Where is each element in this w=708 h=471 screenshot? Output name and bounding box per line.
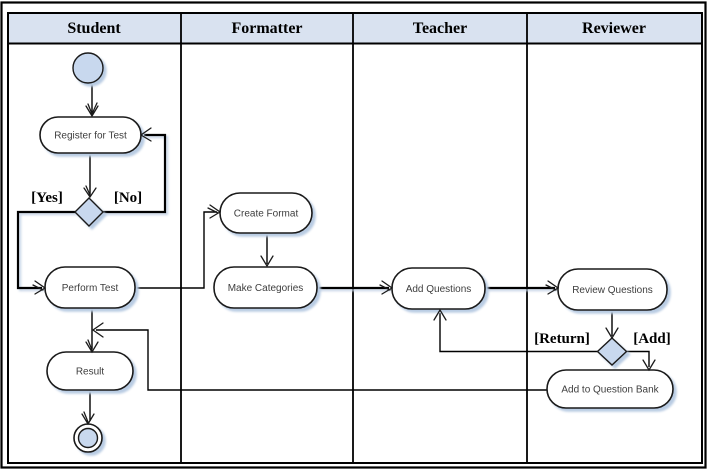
- activity-label-add-questions: Add Questions: [406, 284, 472, 295]
- guard-label-add: [Add]: [633, 331, 671, 347]
- arrowhead-into-makecategories: [260, 255, 274, 268]
- activity-add-to-question-bank: [546, 369, 674, 409]
- arrowhead-into-bank: [642, 359, 656, 372]
- flow-decision-return-to-addquestions: [439, 313, 598, 353]
- guard-label-return: [Return]: [534, 331, 590, 347]
- arrowhead-into-addquestions-bottom: [433, 308, 447, 321]
- decision-diamond-student: [74, 197, 104, 227]
- activity-label-make-categories: Make Categories: [228, 283, 304, 294]
- lane-header-student: Student: [67, 20, 121, 37]
- arrowhead-into-reviewquestions: [545, 280, 560, 295]
- arrowhead-into-perform: [32, 280, 47, 295]
- activity-label-review-questions: Review Questions: [572, 285, 653, 296]
- activity-label-result: Result: [76, 367, 105, 378]
- activity-result: [46, 351, 134, 391]
- arrowhead-into-createformat: [207, 204, 222, 219]
- arrowhead-into-result: [85, 339, 99, 354]
- arrowhead-into-register: [85, 102, 99, 118]
- activity-create-format: [219, 192, 313, 234]
- arrowhead-merge-into-result-line: [91, 322, 104, 338]
- lane-header-formatter: Formatter: [231, 20, 302, 37]
- guard-label-yes: [Yes]: [31, 190, 63, 206]
- activity-label-add-to-bank: Add to Question Bank: [561, 385, 659, 396]
- flow-bank-to-result-merge: [96, 329, 547, 391]
- lane-header-teacher: Teacher: [413, 20, 468, 37]
- flow-decision-add-to-bank: [626, 350, 650, 367]
- arrowhead-into-addquestions: [379, 280, 394, 295]
- activity-label-create-format: Create Format: [234, 209, 299, 220]
- activity-label-register: Register for Test: [54, 131, 127, 142]
- flow-decision-yes-to-perform: [16, 210, 76, 290]
- guard-label-no: [No]: [114, 190, 142, 206]
- arrowhead-into-decision1: [83, 185, 97, 199]
- lane-header-reviewer: Reviewer: [582, 20, 646, 37]
- arrowhead-into-decision2: [605, 327, 619, 340]
- initial-node: [72, 52, 104, 84]
- final-node-inner: [77, 427, 99, 449]
- activity-make-categories: [213, 266, 318, 309]
- arrowhead-into-final: [81, 411, 95, 426]
- table-frame: [7, 12, 703, 464]
- flow-perform-to-createformat: [135, 211, 217, 289]
- lane-header-band: [9, 14, 701, 43]
- decision-diamond-reviewer: [596, 337, 628, 366]
- activity-review-questions: [557, 268, 668, 311]
- activity-label-perform: Perform Test: [62, 283, 119, 294]
- arrowhead-into-register-right: [139, 127, 152, 142]
- flow-decision-no-to-register: [102, 133, 167, 214]
